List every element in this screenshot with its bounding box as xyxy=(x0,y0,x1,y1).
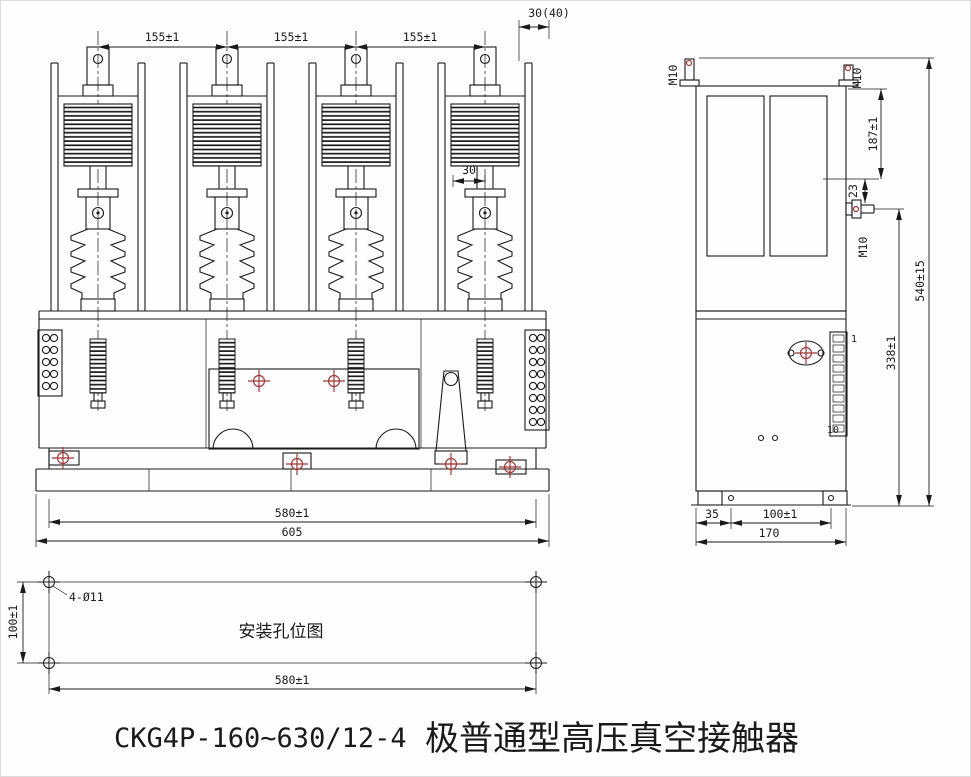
crosshair-mark xyxy=(51,446,75,470)
side-panel-right xyxy=(769,95,828,257)
dim-mount-width: 580±1 xyxy=(275,506,310,520)
dim-bolt-right: M10 xyxy=(850,68,864,89)
dim-mounting-holes: 4-Ø11 xyxy=(69,590,104,604)
left-terminal-block xyxy=(37,329,63,397)
dim-mounting-height: 100±1 xyxy=(6,605,20,640)
right-foot-bracket xyxy=(495,459,527,475)
vacuum-pole-3 xyxy=(308,30,404,412)
dim-top-right-offset: 30(40) xyxy=(528,6,570,20)
mounting-diagram-caption: 安装孔位图 xyxy=(239,622,324,641)
crosshair-mark xyxy=(322,369,346,393)
product-name: 极普通型高压真空接触器 xyxy=(425,720,799,758)
drawing-title: CKG4P-160~630/12-4 极普通型高压真空接触器 xyxy=(114,720,799,758)
crosshair-mark xyxy=(285,452,309,476)
drive-lever xyxy=(434,370,468,465)
vacuum-pole-2 xyxy=(179,30,275,412)
side-foot-left xyxy=(697,490,723,506)
terminal-number-last: 10 xyxy=(827,425,839,436)
dim-bolt-mid: M10 xyxy=(856,237,870,258)
coupling xyxy=(787,340,825,366)
dim-pole-spacing-2: 155±1 xyxy=(274,30,309,44)
dim-pole-spacing-3: 155±1 xyxy=(403,30,438,44)
dim-upper-height: 187±1 xyxy=(866,117,880,152)
terminal-number-first: 1 xyxy=(851,334,857,345)
mounting-hole-diagram: 4-Ø11 100±1 安装孔位图 580±1 xyxy=(6,570,548,694)
side-view: 1 10 M10 M10 187±1 23 M10 540±15 33 xyxy=(666,57,934,546)
front-view-dimensions: 155±1 155±1 155±1 30(40) 30 580±1 605 xyxy=(35,6,570,547)
right-terminal-block xyxy=(524,329,550,431)
top-bolt-right xyxy=(838,64,859,87)
side-foot-right xyxy=(822,490,848,506)
dim-overall-height: 540±15 xyxy=(913,260,927,302)
mid-bolt xyxy=(823,178,879,219)
vacuum-pole-4 xyxy=(437,30,533,412)
dim-lower-height: 338±1 xyxy=(884,336,898,371)
top-bolt-left xyxy=(679,58,700,87)
dim-bolt-left: M10 xyxy=(666,65,680,86)
model-number: CKG4P-160~630/12-4 xyxy=(114,723,407,754)
terminal-strip: 1 10 xyxy=(827,331,857,437)
crosshair-mark xyxy=(439,452,463,476)
crosshair-mark xyxy=(498,455,522,479)
vacuum-pole-1 xyxy=(50,30,146,412)
dim-overall-depth: 170 xyxy=(759,526,780,540)
front-view: 155±1 155±1 155±1 30(40) 30 580±1 605 xyxy=(35,6,570,547)
dim-contact-gap: 30 xyxy=(462,163,476,177)
dim-step: 23 xyxy=(846,184,860,198)
dim-foot-offset: 35 xyxy=(705,507,719,521)
dim-hole-spacing: 100±1 xyxy=(763,507,798,521)
mounting-hole xyxy=(524,570,548,594)
side-panel-left xyxy=(706,95,765,257)
left-foot-bracket xyxy=(48,450,80,466)
base-assembly xyxy=(35,310,550,492)
mechanism-box xyxy=(208,368,420,450)
side-view-dimensions: M10 M10 187±1 23 M10 540±15 338±1 35 100… xyxy=(666,57,934,546)
dim-pole-spacing-1: 155±1 xyxy=(145,30,180,44)
dim-overall-width: 605 xyxy=(282,525,303,539)
crosshair-mark xyxy=(247,369,271,393)
dim-mounting-width: 580±1 xyxy=(275,673,310,687)
